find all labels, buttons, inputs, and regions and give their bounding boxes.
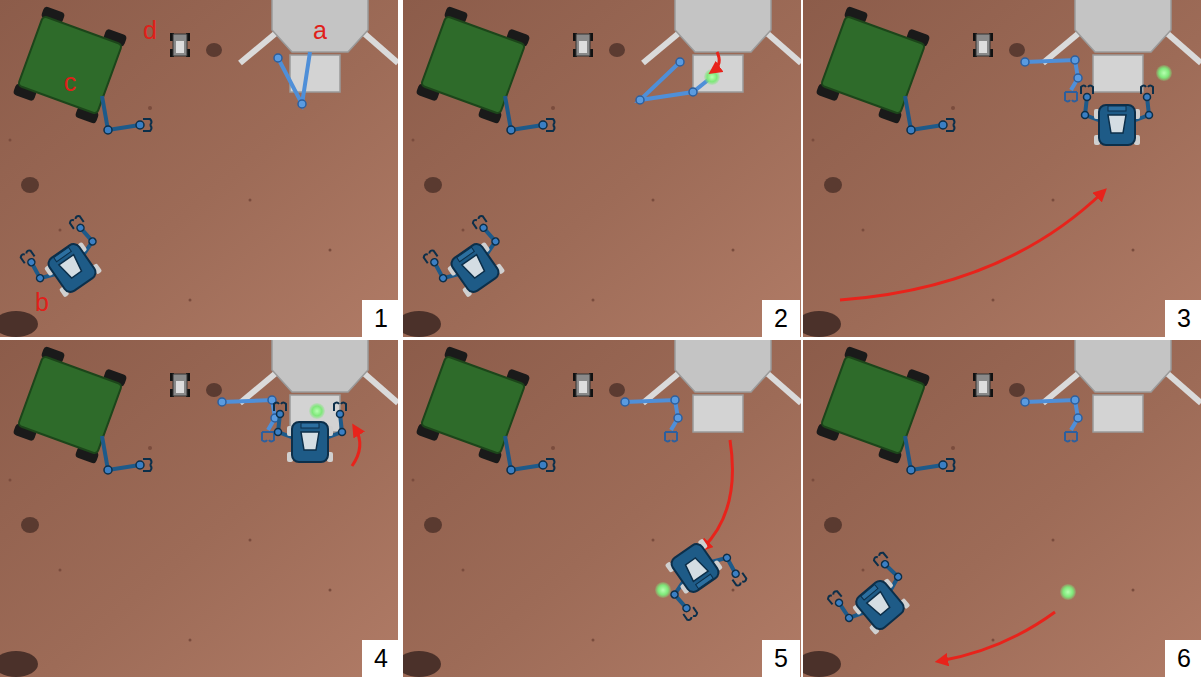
panel-number-box: 6 <box>1165 640 1203 677</box>
panel-number: 1 <box>374 306 388 331</box>
part-label: b <box>35 290 49 315</box>
panel-number: 2 <box>774 306 788 331</box>
panel-number: 4 <box>374 646 388 671</box>
panel-number-box: 2 <box>762 300 800 337</box>
panel-number-box: 1 <box>362 300 400 337</box>
panel <box>803 0 1201 337</box>
panel-number: 6 <box>1177 646 1191 671</box>
part-label: d <box>143 18 157 43</box>
part-label: a <box>313 18 327 43</box>
panel-number: 3 <box>1177 306 1191 331</box>
panel <box>403 340 801 677</box>
panel <box>0 340 398 677</box>
panel <box>403 0 801 337</box>
part-label: c <box>64 70 77 95</box>
panel-number: 5 <box>774 646 788 671</box>
panel-number-box: 4 <box>362 640 400 677</box>
panel <box>0 0 398 337</box>
panel-number-box: 5 <box>762 640 800 677</box>
panel <box>803 340 1201 677</box>
panel-number-box: 3 <box>1165 300 1203 337</box>
